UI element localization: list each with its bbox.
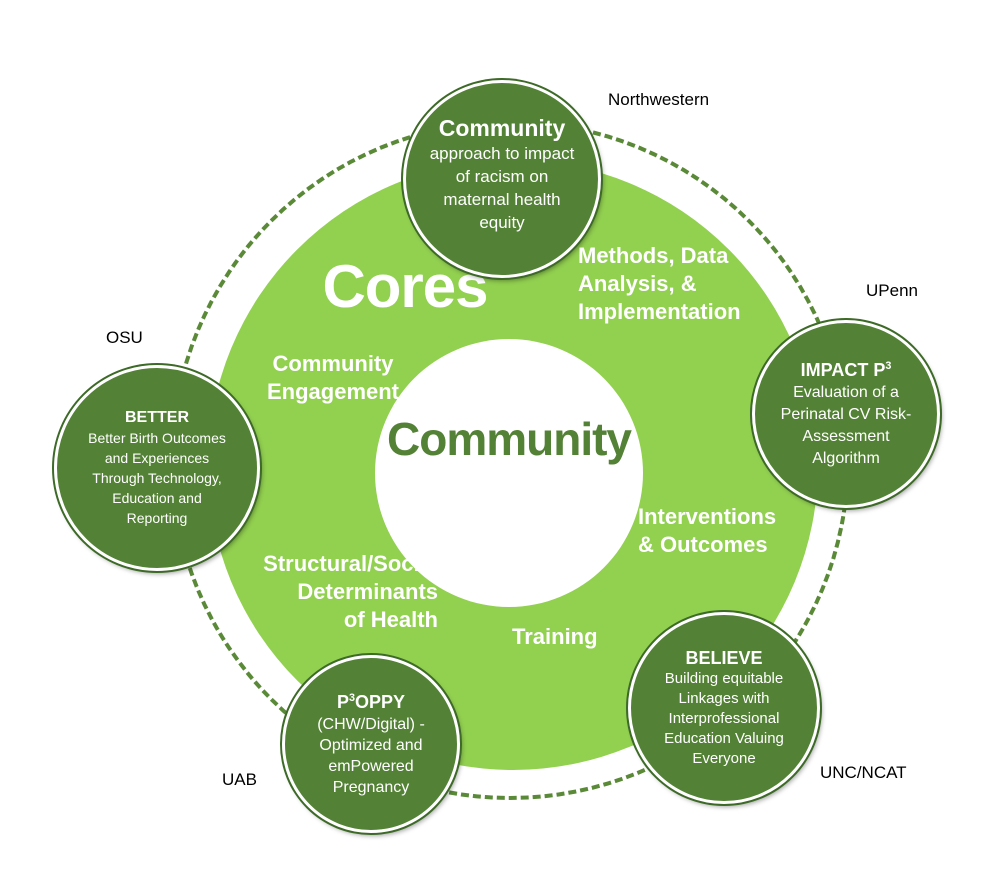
node-northwestern: Community approach to impact of racism o… [403,80,601,278]
node-unc-title: BELIEVE [685,648,763,668]
site-unc: UNC/NCAT [820,763,907,782]
site-osu: OSU [106,328,143,347]
center-label: Community [387,413,632,465]
node-uab-title: P3OPPY [336,692,406,712]
core-interventions: Interventions & Outcomes [638,504,777,557]
node-upenn: IMPACT P3 Evaluation of a Perinatal CV R… [752,320,940,508]
core-methods: Methods, Data Analysis, & Implementation [578,243,741,324]
site-uab: UAB [222,770,257,789]
center-circle [375,339,643,607]
core-structural-social: Structural/Social Determinants of Health [263,551,438,632]
site-upenn: UPenn [866,281,918,300]
node-upenn-title: IMPACT P3 [800,360,892,380]
core-community-engagement: Community Engagement [266,351,400,404]
core-training: Training [512,624,598,649]
node-osu-title: BETTER [125,409,189,426]
node-northwestern-title: Community [438,115,566,141]
node-uab: P3OPPY (CHW/Digital) - Optimized and emP… [282,655,460,833]
node-osu: BETTER Better Birth Outcomes and Experie… [54,365,260,571]
node-unc: BELIEVE Building equitable Linkages with… [628,612,820,804]
site-northwestern: Northwestern [608,90,710,109]
